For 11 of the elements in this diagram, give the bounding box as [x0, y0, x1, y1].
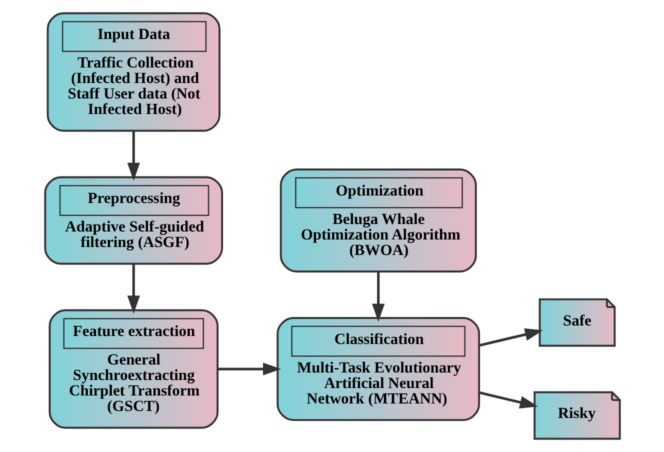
- arrow: [478, 328, 543, 347]
- node-box: Input Data Traffic Collection (Infected Host) and Staff User data (Not Infected Host): [46, 12, 220, 132]
- arrow: [126, 131, 140, 181]
- node-box: Preprocessing Adaptive Self-guided filtering (ASGF): [44, 176, 223, 265]
- node-box: Feature extraction General Synchroextracting Chirplet Transform (GSCT): [48, 309, 218, 429]
- arrow: [217, 362, 281, 376]
- node-box: Optimization Beluga Whale Optimization Algorithm (BWOA): [279, 168, 476, 272]
- node-box: Classification Multi-Task Evolutionary Artificial Neural Network (MTEANN): [276, 317, 480, 421]
- arrow: [372, 272, 384, 322]
- arrow: [478, 391, 538, 409]
- arrow: [126, 264, 140, 314]
